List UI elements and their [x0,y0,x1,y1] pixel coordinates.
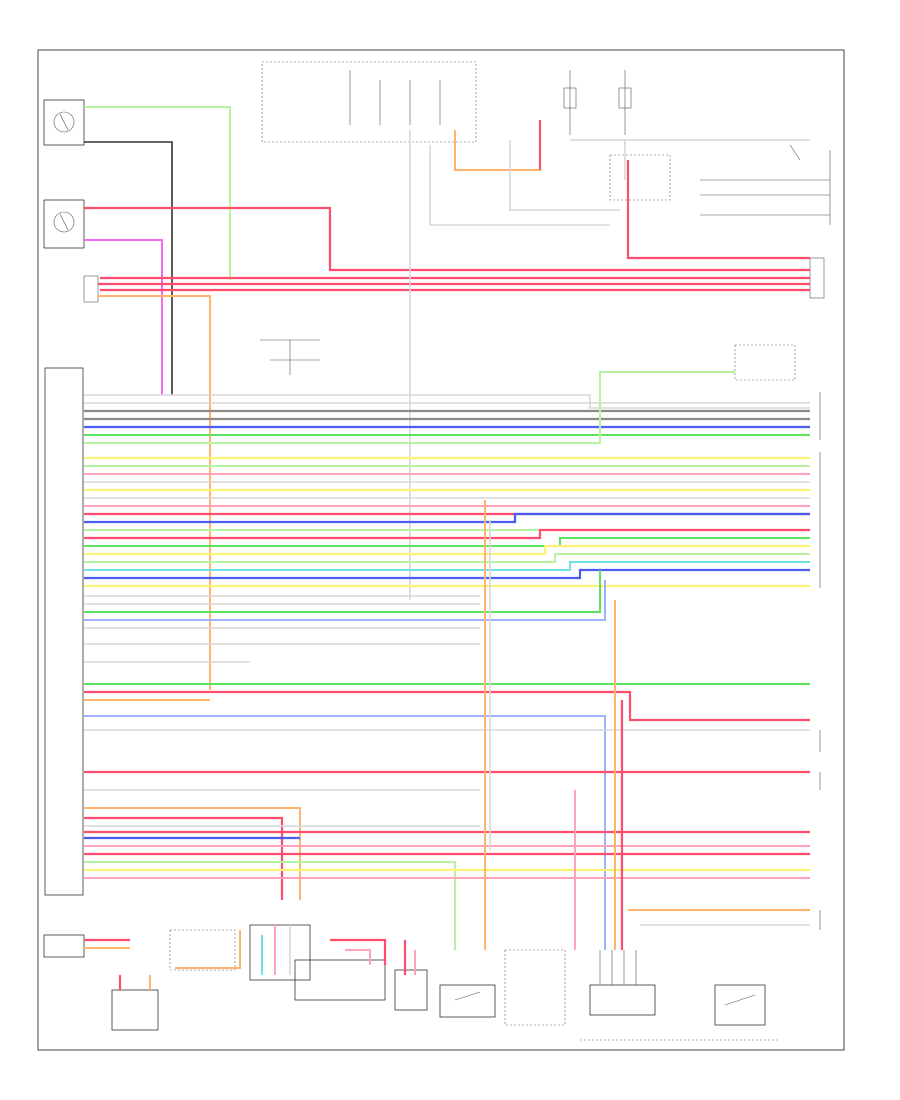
seat-belt-switch-module [43,934,130,958]
occupant-sensor-module [111,975,159,1031]
hot-at-all-times-fuse-a [563,70,577,135]
diagram-frame [37,49,845,1051]
seat-heater-switch [83,275,99,303]
door-lock-switch-cluster [700,144,831,225]
right-front-power-seat-connector [43,199,85,249]
left-front-power-seat-connector [43,99,85,146]
hot-at-all-times-fuse-b [618,70,632,135]
instrument-panel-relay [609,154,671,201]
suspension-control-module [249,924,311,981]
steering-angle-sensor [394,940,428,1011]
body-control-module [44,367,84,896]
ignition-switch-connector [504,949,566,1026]
ignition-transmitter-module [294,938,387,1001]
junction-block [261,61,477,143]
traction-control-switch [439,984,496,1018]
tire-pressure-module [714,984,766,1026]
yaw-rate-sensor [589,950,656,1016]
brake-pedal-position-switch [734,344,796,381]
right-connector-block-top [809,257,825,299]
seat-position-sensor [169,929,241,971]
steering-switch-ground [260,339,320,375]
wire-harness [84,106,810,950]
